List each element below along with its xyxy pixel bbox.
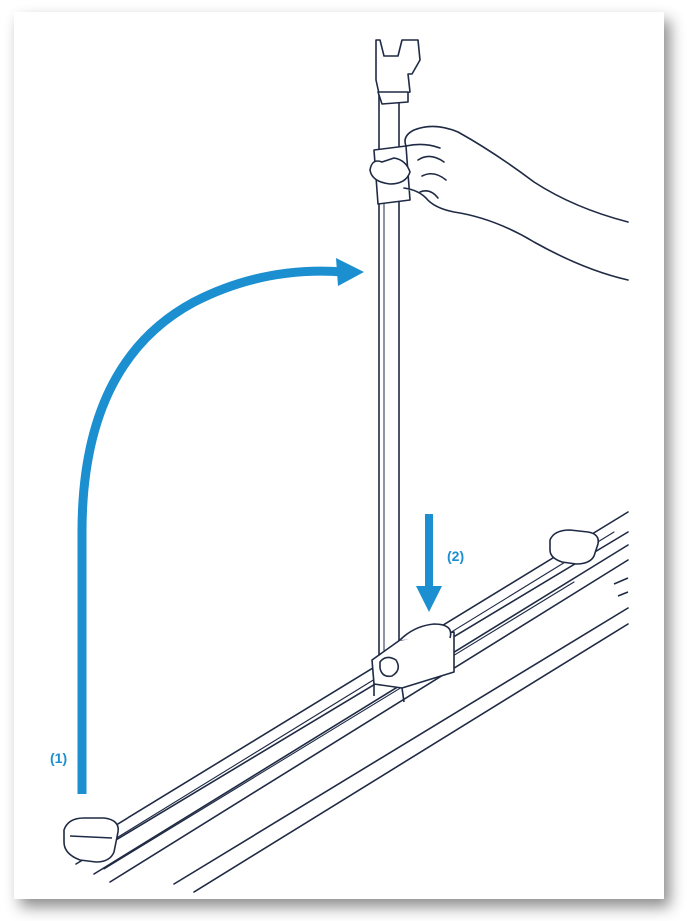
pole bbox=[378, 93, 400, 665]
assembly-illustration bbox=[63, 39, 629, 893]
base-clamp bbox=[371, 623, 455, 703]
top-hook bbox=[375, 39, 421, 105]
insert-arrow bbox=[416, 514, 442, 612]
step-1-label: (1) bbox=[50, 750, 68, 766]
hand bbox=[369, 125, 629, 281]
illustration-card: (1) (2) bbox=[14, 12, 664, 899]
base-rail bbox=[71, 511, 629, 893]
step-2-label: (2) bbox=[447, 548, 465, 564]
right-foot bbox=[549, 529, 629, 597]
left-foot bbox=[63, 817, 120, 863]
lift-arrow bbox=[77, 258, 364, 794]
